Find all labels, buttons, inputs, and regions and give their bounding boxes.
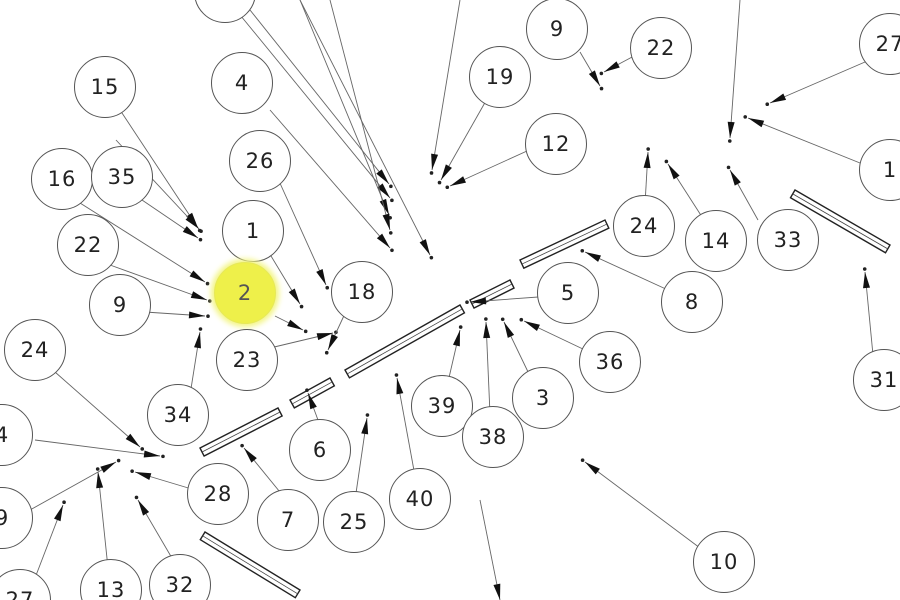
short-tube-6 [289, 377, 336, 409]
callout-bubble-22[interactable]: 22 [57, 214, 119, 276]
callout-bubble-5[interactable]: 5 [537, 262, 599, 324]
leader-arrow-icon [599, 55, 635, 76]
callout-bubble-31[interactable]: 31 [853, 349, 900, 411]
leader-arrow-icon [329, 0, 393, 235]
leader-arrow-icon [240, 443, 285, 498]
leader-arrow-icon [54, 371, 145, 451]
callout-bubble-25[interactable]: 25 [323, 491, 385, 553]
leader-arrow-icon [429, 0, 461, 175]
leader-arrow-icon [235, 9, 394, 203]
callout-bubble-3[interactable]: 3 [512, 367, 574, 429]
leader-arrow-icon [299, 0, 392, 220]
leader-arrow-icon [134, 495, 177, 566]
callout-bubble-40[interactable]: 40 [389, 468, 451, 530]
callout-bubble-18[interactable]: 18 [331, 261, 393, 323]
leader-arrow-icon [278, 180, 330, 290]
leader-arrow-icon [269, 109, 394, 253]
callout-bubble-28[interactable]: 28 [187, 463, 249, 525]
leader-arrow-icon [274, 315, 308, 334]
callout-bubble-24[interactable]: 24 [4, 319, 66, 381]
leader-arrow-icon [765, 61, 866, 106]
callout-bubble-9[interactable]: 9 [89, 274, 151, 336]
callout-bubble-4[interactable]: 4 [211, 52, 273, 114]
callout-bubble-35[interactable]: 35 [91, 146, 153, 208]
leader-arrow-icon [743, 115, 866, 166]
leader-arrow-icon [354, 413, 370, 501]
callout-bubble-12[interactable]: 12 [525, 113, 587, 175]
leader-arrow-icon [519, 317, 586, 351]
callout-bubble-38[interactable]: 38 [462, 406, 524, 468]
leader-arrow-icon [95, 467, 109, 569]
leader-arrow-icon [580, 248, 669, 291]
callout-bubble-7[interactable]: 7 [257, 489, 319, 551]
leader-arrow-icon [580, 458, 701, 549]
leader-arrow-icon [141, 199, 203, 242]
leader-arrow-icon [479, 499, 501, 600]
callout-bubble-23[interactable]: 23 [216, 329, 278, 391]
leader-arrow-icon [727, 0, 741, 143]
callout-bubble-8[interactable]: 8 [661, 271, 723, 333]
callout-bubble-14[interactable]: 14 [685, 210, 747, 272]
leader-arrow-icon [29, 458, 121, 511]
leader-arrow-icon [34, 439, 165, 459]
callout-bubble-19[interactable]: 19 [469, 46, 531, 108]
short-tube-5 [469, 279, 515, 309]
leader-arrow-icon [483, 317, 491, 415]
center-hub-tube [344, 304, 466, 379]
leader-arrow-icon [189, 327, 203, 396]
callout-bubble-2[interactable]: 2 [214, 262, 276, 324]
leader-arrow-icon [269, 330, 338, 349]
leader-arrow-icon [445, 145, 539, 190]
callout-bubble-15[interactable]: 15 [74, 56, 136, 118]
callout-bubble-1[interactable]: 1 [222, 200, 284, 262]
leader-arrow-icon [437, 98, 488, 185]
crank-arm-bottom [199, 531, 301, 599]
leader-arrow-icon [862, 267, 874, 356]
callout-bubble-34[interactable]: 34 [147, 384, 209, 446]
leader-arrow-icon [394, 373, 416, 477]
leader-arrow-icon [299, 0, 434, 260]
long-tube-8 [519, 219, 610, 270]
leader-arrow-icon [305, 388, 319, 421]
leader-arrow-icon [267, 250, 304, 309]
leader-arrow-icon [726, 165, 759, 221]
leader-arrow-icon [500, 317, 531, 377]
crank-arm-31 [789, 189, 891, 254]
callout-bubble-6[interactable]: 6 [289, 419, 351, 481]
callout-bubble-36[interactable]: 36 [579, 331, 641, 393]
callout-bubble-10[interactable]: 10 [693, 531, 755, 593]
callout-bubble-24[interactable]: 24 [613, 195, 675, 257]
leader-arrow-icon [579, 51, 604, 91]
leader-arrow-icon [664, 159, 705, 221]
leader-arrow-icon [109, 264, 212, 303]
callout-bubble-16[interactable]: 16 [31, 148, 93, 210]
callout-bubble-33[interactable]: 33 [757, 209, 819, 271]
leader-arrow-icon [34, 500, 66, 579]
leader-arrow-icon [130, 469, 196, 491]
leader-arrow-icon [144, 311, 210, 319]
callout-bubble-22[interactable]: 22 [630, 17, 692, 79]
callout-bubble-9[interactable]: 9 [526, 0, 588, 60]
leader-arrow-icon [249, 9, 393, 189]
leader-arrow-icon [447, 325, 463, 383]
long-tube-7 [199, 407, 284, 457]
callout-bubble-26[interactable]: 26 [229, 130, 291, 192]
